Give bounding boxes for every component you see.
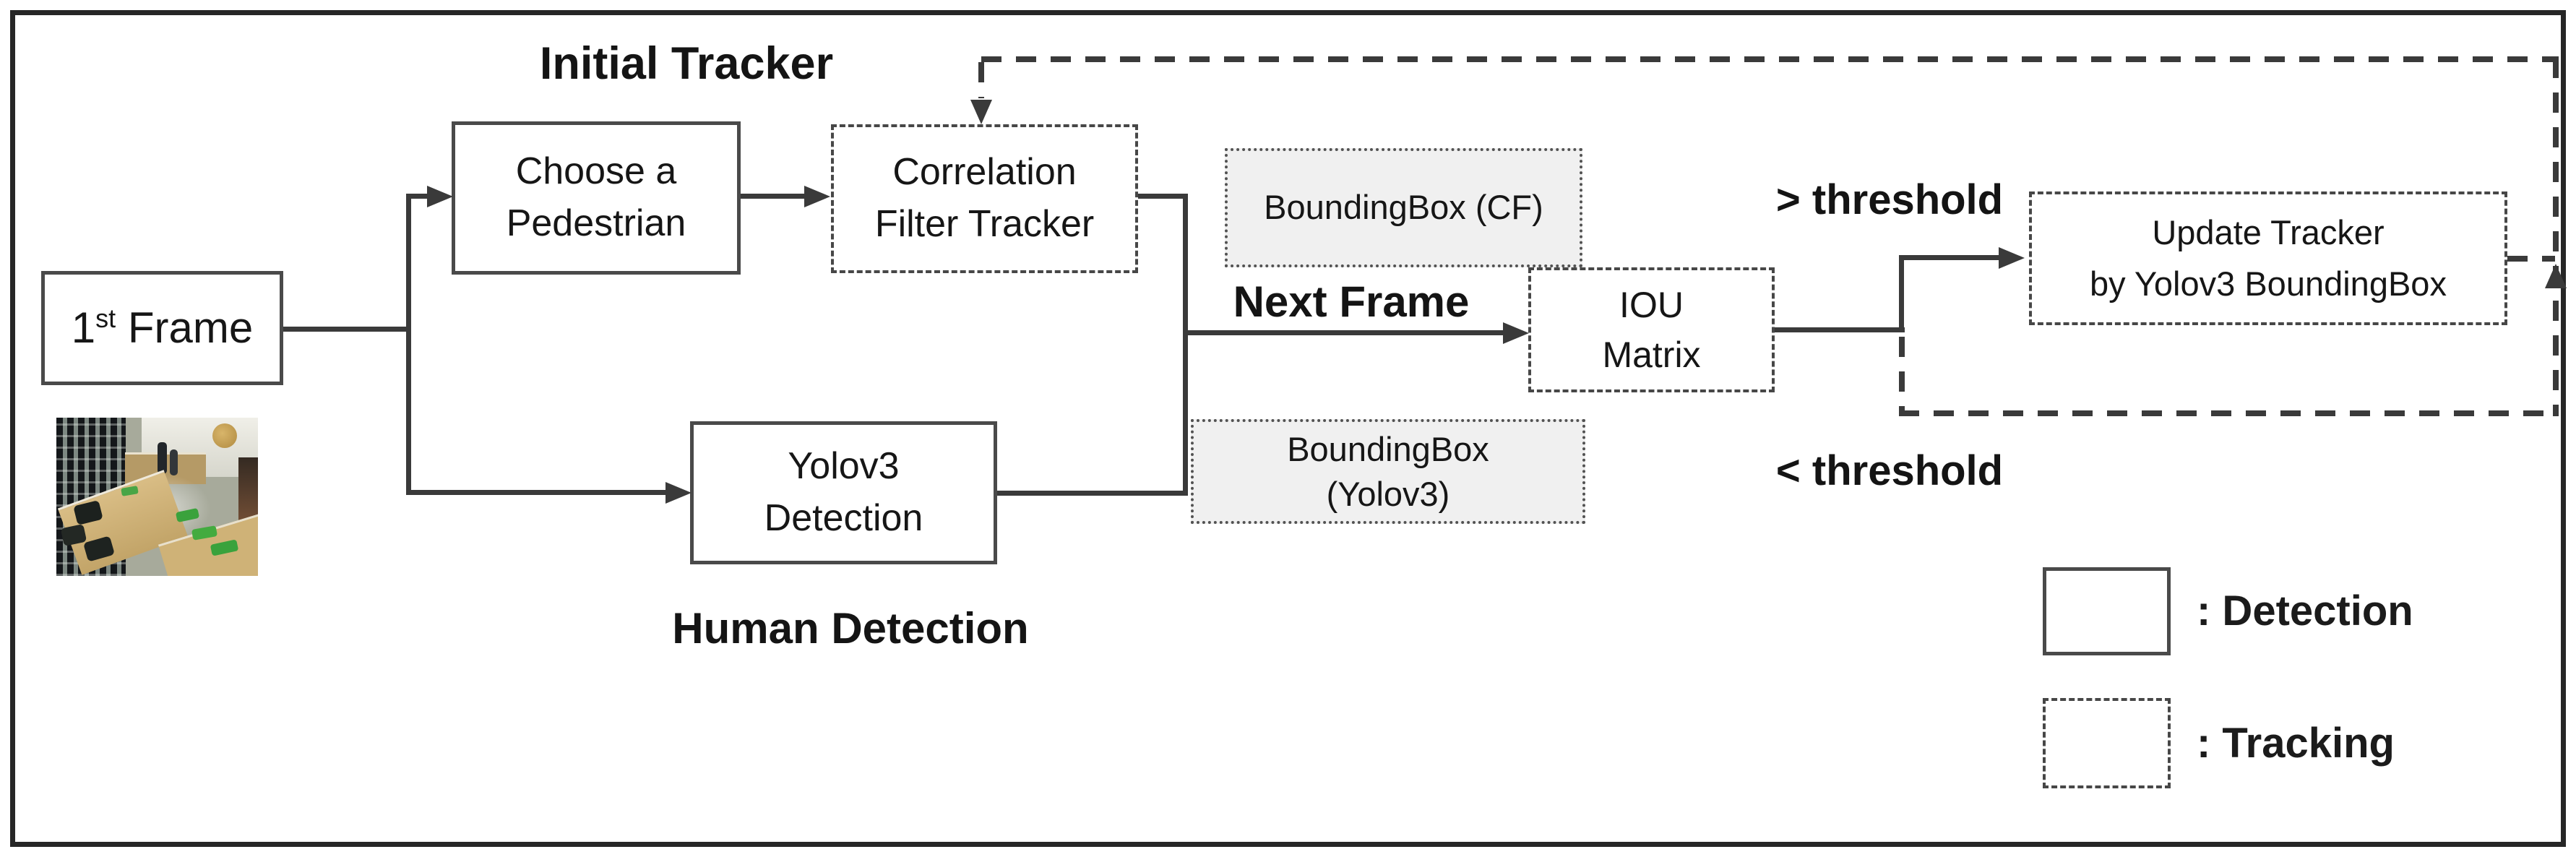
- connector-merge-vertical: [1183, 194, 1188, 496]
- update-tracker-line1: Update Tracker: [2152, 213, 2385, 251]
- connector-to-choose: [406, 194, 429, 199]
- ordinal-superscript: st: [95, 303, 116, 333]
- connector-iou-out: [1775, 327, 1905, 332]
- diagram-border: [10, 10, 2566, 847]
- first-frame-box: 1st Frame: [41, 271, 283, 385]
- update-tracker-line2: by Yolov3 BoundingBox: [2090, 264, 2447, 303]
- boundingbox-yolov3-line2: (Yolov3): [1326, 474, 1450, 513]
- yolov3-detection-box: Yolov3 Detection: [690, 421, 997, 564]
- boundingbox-yolov3-line1: BoundingBox: [1287, 430, 1489, 469]
- yolov3-line2: Detection: [764, 497, 923, 539]
- connector-to-update: [1899, 255, 2000, 260]
- arrowhead-loop-up: [2545, 264, 2567, 288]
- arrowhead-into-yolo: [665, 482, 692, 504]
- photo-person: [170, 449, 178, 475]
- connector-cft-out: [1138, 194, 1186, 199]
- connector-branch-vertical: [406, 194, 411, 495]
- correlation-filter-tracker-box: Correlation Filter Tracker: [831, 124, 1138, 273]
- dashed-into-cft: [978, 62, 984, 98]
- arrowhead-into-update: [1999, 247, 2025, 269]
- photo-person: [158, 442, 167, 474]
- update-tracker-box: Update Tracker by Yolov3 BoundingBox: [2029, 191, 2507, 325]
- dashed-loop-bottom: [1899, 410, 2559, 416]
- connector-firstframe-out: [283, 327, 411, 332]
- connector-yolo-out: [997, 491, 1188, 496]
- choose-pedestrian-line2: Pedestrian: [506, 202, 686, 244]
- iou-line1: IOU: [1619, 284, 1684, 325]
- legend-detection-label: : Detection: [2197, 587, 2413, 634]
- arrowhead-into-cft-loop: [970, 100, 992, 124]
- arrowhead-into-cft: [804, 186, 830, 207]
- connector-threshold-up: [1899, 255, 1904, 332]
- legend-tracking-swatch: [2043, 698, 2171, 788]
- boundingbox-yolov3-box: BoundingBox (Yolov3): [1191, 419, 1585, 524]
- iou-matrix-box: IOU Matrix: [1528, 267, 1775, 392]
- initial-tracker-label: Initial Tracker: [539, 38, 834, 89]
- legend-detection-swatch: [2043, 567, 2171, 655]
- next-frame-label: Next Frame: [1233, 277, 1470, 326]
- choose-pedestrian-box: Choose a Pedestrian: [452, 121, 741, 275]
- cft-line2: Filter Tracker: [874, 203, 1095, 245]
- boundingbox-cf-text: BoundingBox (CF): [1264, 188, 1543, 227]
- dashed-below-threshold-down: [1899, 337, 1905, 413]
- iou-line2: Matrix: [1602, 334, 1701, 375]
- dashed-update-to-loop: [2507, 256, 2555, 262]
- less-than-threshold-label: < threshold: [1775, 447, 2004, 494]
- boundingbox-cf-box: BoundingBox (CF): [1225, 148, 1582, 267]
- choose-pedestrian-line1: Choose a: [515, 150, 677, 193]
- dashed-loop-top: [981, 56, 2559, 62]
- human-detection-label: Human Detection: [672, 604, 1029, 653]
- cft-line1: Correlation: [892, 151, 1077, 194]
- legend-tracking-label: : Tracking: [2197, 720, 2395, 767]
- connector-to-yolo: [406, 490, 668, 495]
- yolov3-line1: Yolov3: [788, 445, 900, 488]
- connector-next-frame: [1183, 330, 1506, 335]
- first-frame-text: 1st Frame: [71, 303, 254, 352]
- arrowhead-into-choose: [427, 186, 453, 207]
- dashed-loop-right: [2553, 58, 2559, 416]
- connector-choose-to-cft: [741, 194, 807, 199]
- arrowhead-into-iou: [1503, 322, 1529, 344]
- photo-wall-clock: [212, 423, 237, 448]
- greater-than-threshold-label: > threshold: [1775, 176, 2004, 223]
- surveillance-frame-thumbnail: [56, 418, 258, 576]
